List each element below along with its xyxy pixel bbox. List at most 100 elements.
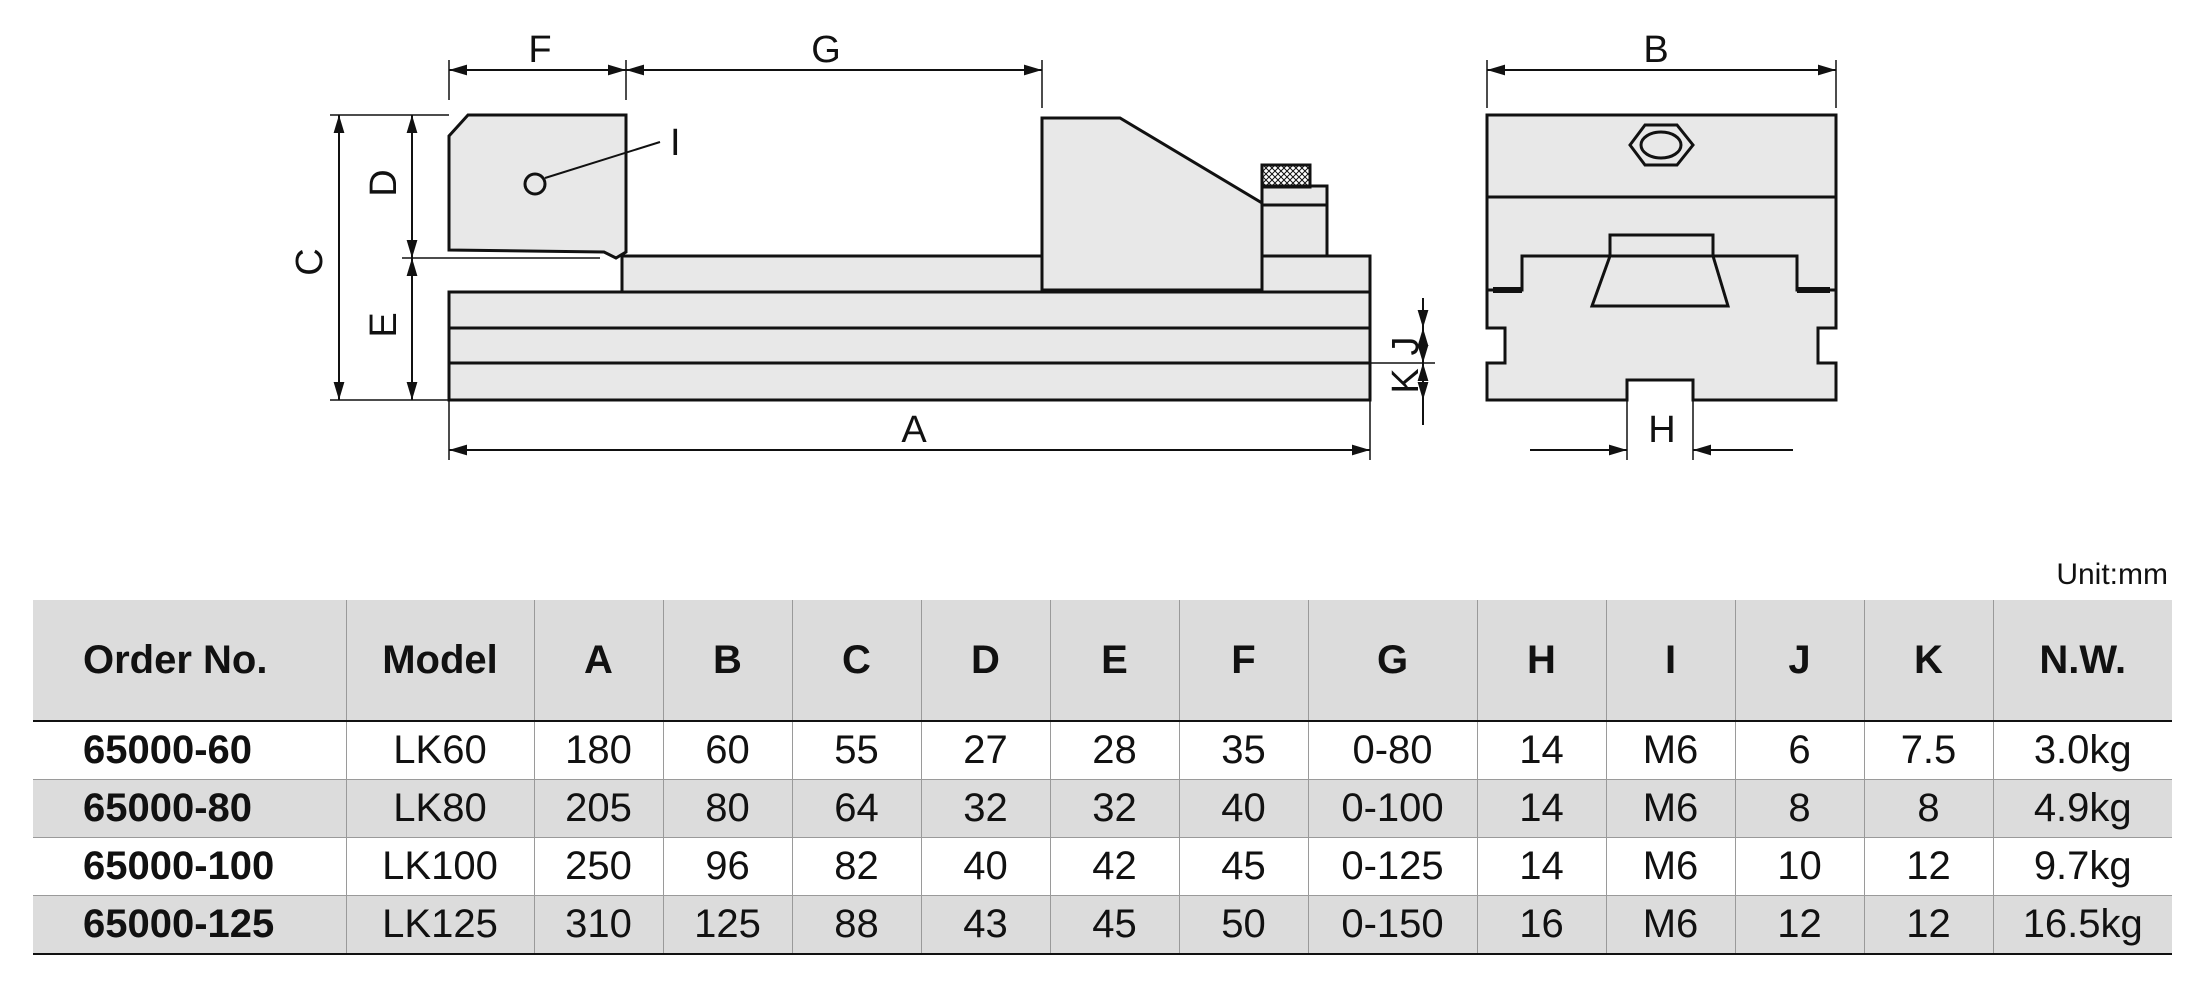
dim-label-c: C <box>289 248 331 275</box>
table-header-row: Order No. Model A B C D E F G H I J K N.… <box>33 600 2172 721</box>
cell-order-no: 65000-80 <box>33 779 347 838</box>
base-layer-2 <box>447 326 1372 365</box>
cell-k: 12 <box>1864 837 1994 896</box>
col-header-a: A <box>534 600 664 721</box>
cell-model: LK125 <box>346 895 535 955</box>
dim-label-b: B <box>1643 29 1668 71</box>
col-header-b: B <box>663 600 793 721</box>
cell-c: 64 <box>792 779 922 838</box>
col-header-k: K <box>1864 600 1994 721</box>
dim-label-i: I <box>670 122 681 164</box>
cell-d: 43 <box>921 895 1051 955</box>
cell-b: 80 <box>663 779 793 838</box>
cell-i: M6 <box>1606 895 1736 955</box>
dim-label-h: H <box>1648 409 1675 451</box>
cell-k: 12 <box>1864 895 1994 955</box>
cell-c: 55 <box>792 720 922 780</box>
cell-f: 40 <box>1179 779 1309 838</box>
screw-cap <box>1260 184 1329 207</box>
cell-j: 8 <box>1735 779 1865 838</box>
cell-nw: 4.9kg <box>1993 779 2172 838</box>
vise-technical-drawing: F G B I A H C D E J K <box>289 29 1838 460</box>
col-header-d: D <box>921 600 1051 721</box>
cell-f: 35 <box>1179 720 1309 780</box>
cell-d: 27 <box>921 720 1051 780</box>
cell-e: 32 <box>1050 779 1180 838</box>
cell-i: M6 <box>1606 720 1736 780</box>
cell-model: LK60 <box>346 720 535 780</box>
col-header-model: Model <box>346 600 535 721</box>
side-view <box>447 113 1372 402</box>
cell-k: 7.5 <box>1864 720 1994 780</box>
cell-order-no: 65000-125 <box>33 895 347 955</box>
cell-d: 32 <box>921 779 1051 838</box>
cell-f: 50 <box>1179 895 1309 955</box>
front-view <box>1485 113 1838 402</box>
hole-i <box>523 172 547 196</box>
screw-end <box>1639 130 1683 160</box>
table-row: 65000-80 LK80 205 80 64 32 32 40 0-100 1… <box>33 779 2172 838</box>
cell-order-no: 65000-60 <box>33 720 347 780</box>
cell-nw: 9.7kg <box>1993 837 2172 896</box>
fixed-jaw <box>447 113 628 260</box>
cell-j: 12 <box>1735 895 1865 955</box>
col-header-h: H <box>1477 600 1607 721</box>
dim-label-j: J <box>1385 337 1427 356</box>
cell-nw: 3.0kg <box>1993 720 2172 780</box>
col-header-c: C <box>792 600 922 721</box>
cell-g: 0-125 <box>1308 837 1478 896</box>
cell-g: 0-150 <box>1308 895 1478 955</box>
base-layer-1 <box>447 290 1372 330</box>
cell-a: 180 <box>534 720 664 780</box>
cell-a: 310 <box>534 895 664 955</box>
nut-top <box>1608 233 1715 258</box>
nut-body <box>1589 254 1731 308</box>
cell-h: 14 <box>1477 837 1607 896</box>
cell-g: 0-80 <box>1308 720 1478 780</box>
col-header-g: G <box>1308 600 1478 721</box>
dim-label-a: A <box>901 409 927 451</box>
cell-h: 16 <box>1477 895 1607 955</box>
cell-h: 14 <box>1477 779 1607 838</box>
cell-k: 8 <box>1864 779 1994 838</box>
leader-i <box>544 141 661 179</box>
cell-e: 28 <box>1050 720 1180 780</box>
cell-model: LK80 <box>346 779 535 838</box>
col-header-nw: N.W. <box>1993 600 2172 721</box>
cell-order-no: 65000-100 <box>33 837 347 896</box>
cell-model: LK100 <box>346 837 535 896</box>
dim-label-f: F <box>528 29 551 71</box>
cell-a: 205 <box>534 779 664 838</box>
cell-c: 88 <box>792 895 922 955</box>
cell-b: 125 <box>663 895 793 955</box>
dim-label-e: E <box>363 312 405 337</box>
dim-label-k: K <box>1385 368 1427 393</box>
knurled-knob <box>1260 163 1312 189</box>
cell-nw: 16.5kg <box>1993 895 2172 955</box>
base-layer-3 <box>447 361 1372 402</box>
spec-table: Order No. Model A B C D E F G H I J K N.… <box>33 600 2172 955</box>
table-row: 65000-125 LK125 310 125 88 43 45 50 0-15… <box>33 895 2172 955</box>
col-header-i: I <box>1606 600 1736 721</box>
col-header-f: F <box>1179 600 1309 721</box>
screw-housing <box>1260 203 1329 258</box>
cell-g: 0-100 <box>1308 779 1478 838</box>
dim-label-g: G <box>811 29 841 71</box>
cell-f: 45 <box>1179 837 1309 896</box>
cell-j: 10 <box>1735 837 1865 896</box>
movable-jaw <box>1040 116 1264 292</box>
cell-i: M6 <box>1606 837 1736 896</box>
cell-e: 45 <box>1050 895 1180 955</box>
cell-a: 250 <box>534 837 664 896</box>
col-header-j: J <box>1735 600 1865 721</box>
cell-i: M6 <box>1606 779 1736 838</box>
col-header-order-no: Order No. <box>33 600 347 721</box>
cell-b: 60 <box>663 720 793 780</box>
cell-h: 14 <box>1477 720 1607 780</box>
unit-label: Unit:mm <box>2056 558 2168 591</box>
table-row: 65000-100 LK100 250 96 82 40 42 45 0-125… <box>33 837 2172 896</box>
cell-c: 82 <box>792 837 922 896</box>
col-header-e: E <box>1050 600 1180 721</box>
cell-b: 96 <box>663 837 793 896</box>
dim-label-d: D <box>363 169 405 196</box>
